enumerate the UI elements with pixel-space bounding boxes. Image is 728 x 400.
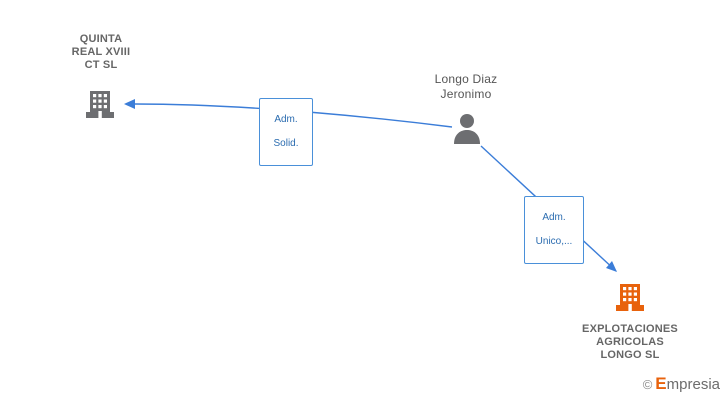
node-label-line: CT SL: [84, 59, 118, 71]
edge-label-line: Unico,...: [535, 236, 573, 247]
node-label-explotaciones-agricolas-longo: EXPLOTACIONES AGRICOLAS LONGO SL: [560, 323, 700, 362]
node-label-line: LONGO SL: [600, 349, 660, 361]
building-icon: [86, 91, 114, 118]
node-label-line: REAL XVIII: [71, 46, 131, 58]
watermark-brand-initial: E: [655, 374, 667, 393]
edge-label-line: Adm.: [542, 212, 566, 223]
node-label-line: AGRICOLAS: [596, 336, 664, 348]
edge-label-adm-unico[interactable]: Adm. Unico,...: [524, 196, 584, 264]
edge-arrowhead-adm-solid: [124, 99, 135, 109]
watermark: © E mpresia: [643, 374, 720, 394]
building-icon: [616, 284, 644, 311]
node-label-line: Jeronimo: [440, 87, 492, 101]
node-longo-diaz-jeronimo[interactable]: [451, 112, 483, 144]
node-quinta-real[interactable]: [86, 88, 114, 120]
node-label-longo-diaz-jeronimo: Longo Diaz Jeronimo: [406, 72, 526, 102]
node-explotaciones-agricolas-longo[interactable]: [616, 281, 644, 313]
edge-label-line: Adm.: [274, 114, 298, 125]
edge-label-line: Solid.: [273, 138, 299, 149]
person-icon: [454, 114, 480, 144]
node-label-quinta-real: QUINTA REAL XVIII CT SL: [40, 33, 162, 72]
copyright-icon: ©: [642, 376, 653, 392]
node-label-line: EXPLOTACIONES: [582, 323, 678, 335]
watermark-brand-name: mpresia: [666, 375, 720, 393]
edge-label-adm-solid[interactable]: Adm. Solid.: [259, 98, 313, 166]
edge-arrowhead-adm-unico: [606, 261, 617, 272]
node-label-line: QUINTA: [79, 33, 123, 45]
node-label-line: Longo Diaz: [434, 72, 498, 86]
